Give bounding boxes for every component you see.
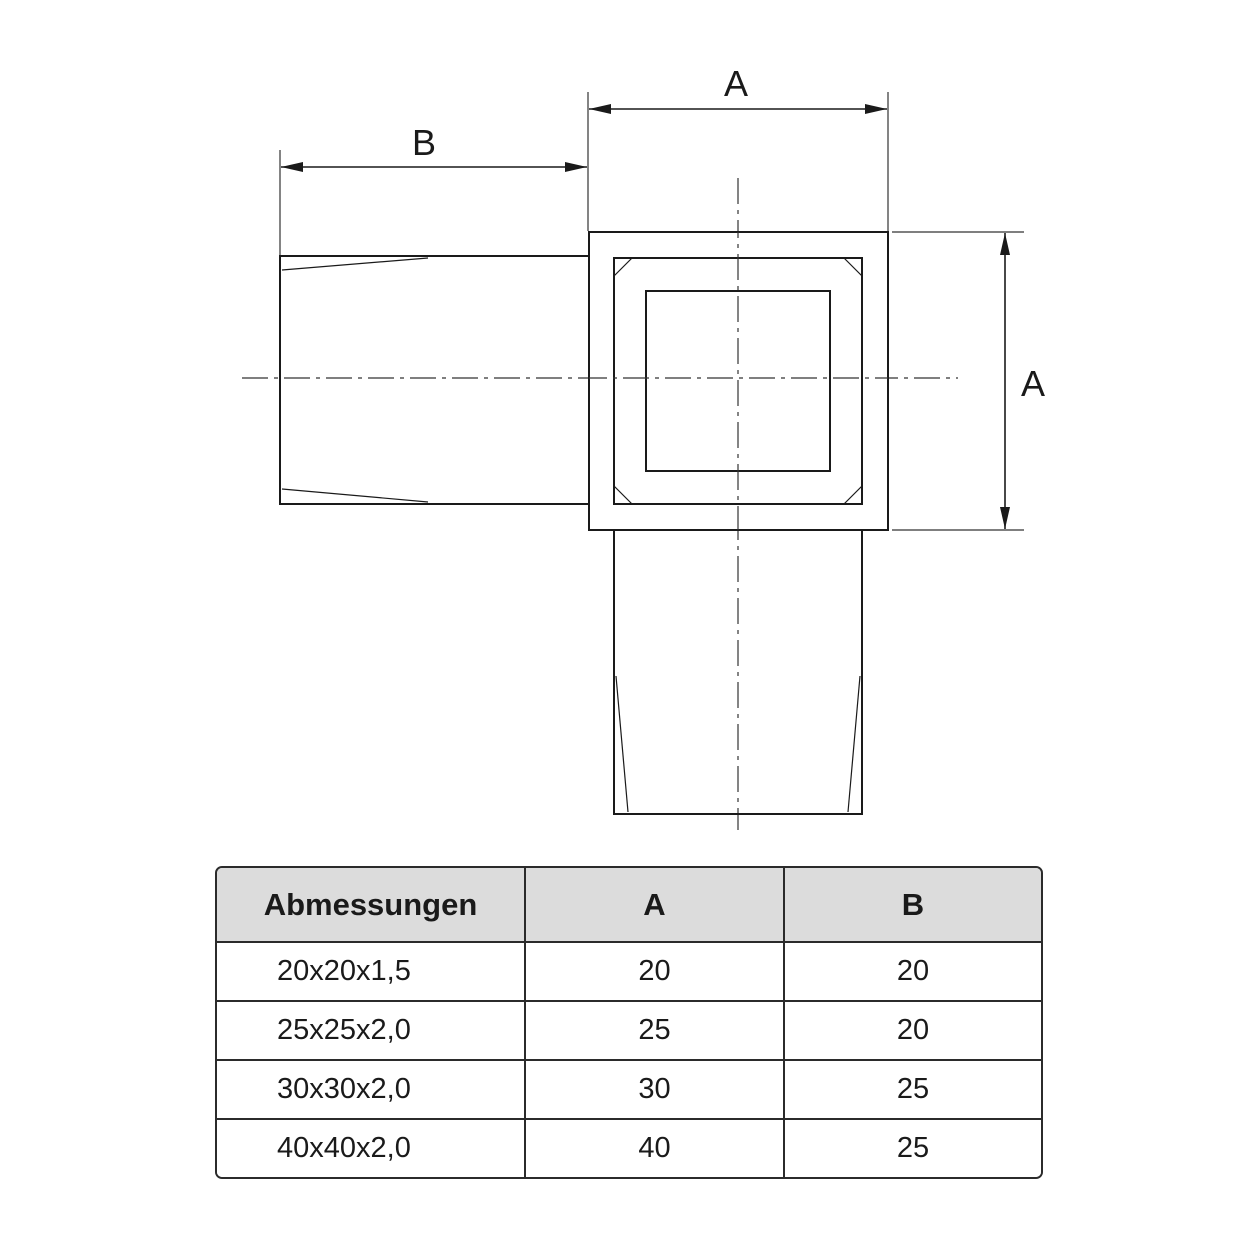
left-plug-taper-bottom [281,488,429,503]
centerlines-overlay [589,232,888,530]
table-row: 25x25x2,0 25 20 [217,1002,1041,1061]
bottom-plug-taper-left [615,675,629,813]
bottom-plug-taper-right [847,675,861,813]
left-plug [279,255,590,505]
dimension-lines [281,104,1010,529]
header-abmessungen: Abmessungen [217,868,526,943]
cell-b: 20 [785,943,1041,1002]
header-a: A [526,868,785,943]
left-plug-taper-top [281,257,429,271]
cell-a: 30 [526,1061,785,1120]
table-header-row: Abmessungen A B [217,868,1041,943]
left-plug-body [279,255,590,505]
header-b: B [785,868,1041,943]
cell-b: 20 [785,1002,1041,1061]
cell-a: 20 [526,943,785,1002]
dimension-label-a-top: A [724,63,748,104]
cell-b: 25 [785,1120,1041,1177]
dimensions-table: Abmessungen A B 20x20x1,5 20 20 25x25x2,… [215,866,1043,1179]
dimension-label-b-top: B [412,122,436,163]
cell-dimension: 25x25x2,0 [217,1002,526,1061]
corner-bevels [613,257,863,505]
extension-lines [279,92,1024,531]
cell-dimension: 30x30x2,0 [217,1061,526,1120]
cell-a: 25 [526,1002,785,1061]
cell-dimension: 40x40x2,0 [217,1120,526,1177]
table-row: 20x20x1,5 20 20 [217,943,1041,1002]
connector-outline [279,231,889,815]
cell-dimension: 20x20x1,5 [217,943,526,1002]
table-row: 40x40x2,0 40 25 [217,1120,1041,1177]
table-row: 30x30x2,0 30 25 [217,1061,1041,1120]
cell-b: 25 [785,1061,1041,1120]
cell-a: 40 [526,1120,785,1177]
dimension-label-a-right: A [1021,363,1045,404]
